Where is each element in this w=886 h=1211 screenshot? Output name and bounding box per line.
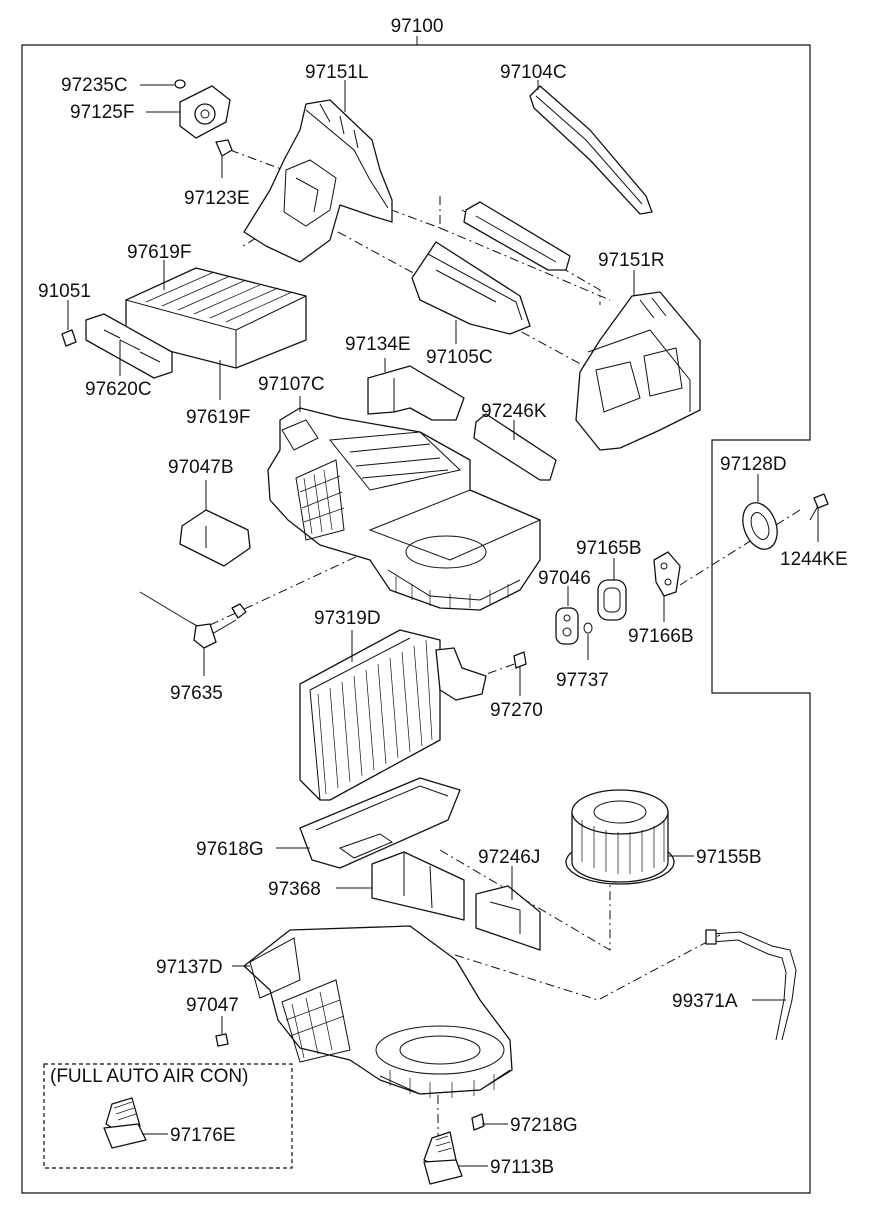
- label-97618G: 97618G: [196, 839, 264, 860]
- label-assembly: 97100: [391, 16, 444, 37]
- label-97218G: 97218G: [510, 1115, 578, 1136]
- part-97047-nut: 97047: [186, 995, 239, 1047]
- label-97737: 97737: [556, 670, 609, 691]
- part-97151R-case-right: 97151R: [575, 250, 701, 451]
- part-97246J-foam: 97246J: [475, 847, 541, 951]
- label-97270: 97270: [490, 700, 543, 721]
- part-97635-sensor: 97635: [139, 591, 247, 704]
- label-97046: 97046: [538, 568, 591, 589]
- part-97046-gasket: 97046: [538, 568, 591, 645]
- label-97107C: 97107C: [258, 374, 325, 395]
- label-97104C: 97104C: [500, 62, 567, 83]
- label-97047B: 97047B: [168, 457, 234, 478]
- part-1244KE-screw: 1244KE: [780, 493, 848, 570]
- part-97113B-resistor: 97113B: [423, 1131, 554, 1185]
- label-97319D: 97319D: [314, 608, 381, 629]
- label-97235C: 97235C: [61, 75, 128, 96]
- label-97166B: 97166B: [628, 626, 694, 647]
- label-full-auto-air-con: (FULL AUTO AIR CON): [50, 1066, 248, 1087]
- label-97620C: 97620C: [85, 379, 152, 400]
- assembly-frame: [21, 44, 811, 1194]
- label-97151R: 97151R: [598, 250, 665, 271]
- part-97218G-screw: 97218G: [471, 1113, 578, 1136]
- part-97047B-bracket: 97047B: [168, 457, 251, 567]
- label-97368: 97368: [268, 879, 321, 900]
- part-97737-oring: 97737: [556, 622, 609, 691]
- part-91051-clip: 91051: [38, 281, 91, 347]
- part-97165B-seal: 97165B: [576, 538, 642, 621]
- part-97123E: 97123E: [184, 139, 250, 209]
- part-97368-foam: 97368: [268, 851, 465, 921]
- full-auto-inset-box: [43, 1063, 293, 1169]
- label-97047: 97047: [186, 995, 239, 1016]
- part-97104C-seal: 97104C: [500, 62, 653, 215]
- label-97176E: 97176E: [170, 1125, 236, 1146]
- part-97151L-case-left: 97151L: [243, 62, 393, 263]
- part-97619F-filter: 97619F 97619F: [125, 242, 307, 428]
- label-97246J: 97246J: [478, 847, 540, 868]
- part-97107C-housing: 97107C: [258, 374, 542, 611]
- part-97166B-bracket: 97166B: [628, 551, 694, 647]
- part-97155B-blower: 97155B: [565, 789, 762, 885]
- label-97123E: 97123E: [184, 188, 250, 209]
- label-1244KE: 1244KE: [780, 549, 848, 570]
- part-97270-bolt: 97270: [490, 651, 543, 721]
- part-97620C-cover: 97620C: [85, 313, 173, 400]
- label-97165B: 97165B: [576, 538, 642, 559]
- part-97618G-tray: 97618G: [196, 777, 461, 869]
- part-97319D-evaporator: 97319D: [299, 608, 487, 801]
- label-97619F-top: 97619F: [127, 242, 191, 263]
- label-97125F: 97125F: [70, 102, 134, 123]
- label-97246K: 97246K: [481, 401, 547, 422]
- label-97151L: 97151L: [305, 62, 368, 83]
- label-97635: 97635: [170, 683, 223, 704]
- part-97137D-lower-case: 97137D: [156, 925, 513, 1098]
- part-97128D-grommet: 97128D: [720, 454, 787, 550]
- part-97235C: 97235C: [61, 75, 186, 96]
- label-97105C: 97105C: [426, 347, 493, 368]
- label-97128D: 97128D: [720, 454, 787, 475]
- label-97134E: 97134E: [345, 334, 411, 355]
- part-97176E-module: 97176E: [103, 1097, 236, 1149]
- part-97125F-actuator: 97125F: [70, 85, 231, 139]
- label-97137D: 97137D: [156, 957, 223, 978]
- part-99371A-hose: 99371A: [672, 929, 797, 1041]
- part-97105C-door: 97105C: [411, 201, 571, 368]
- part-97134E-foam: 97134E: [345, 334, 465, 421]
- label-97155B: 97155B: [696, 847, 762, 868]
- part-97246K-foam: 97246K: [473, 401, 557, 481]
- full-auto-inset: (FULL AUTO AIR CON) 97176E: [43, 1063, 293, 1169]
- label-97619F-bottom: 97619F: [186, 407, 250, 428]
- label-99371A: 99371A: [672, 991, 738, 1012]
- label-91051: 91051: [38, 281, 91, 302]
- label-97113B: 97113B: [490, 1157, 554, 1178]
